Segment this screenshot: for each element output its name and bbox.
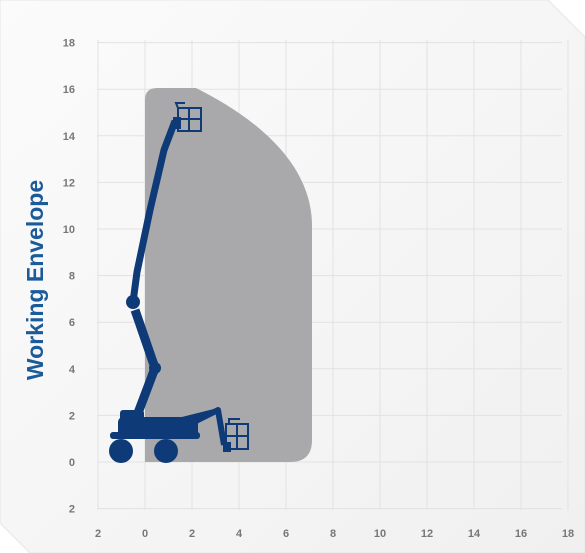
x-tick-label: 10 bbox=[374, 528, 386, 540]
y-tick-label: 18 bbox=[63, 38, 75, 50]
y-tick-label: 12 bbox=[63, 177, 75, 189]
y-tick-label: 8 bbox=[69, 271, 75, 283]
x-axis-tick-labels: 2 0 2 4 6 8 10 12 14 16 18 bbox=[95, 528, 574, 540]
x-tick-label: 0 bbox=[142, 528, 148, 540]
y-tick-label: 14 bbox=[63, 131, 76, 143]
x-tick-label: 16 bbox=[515, 528, 527, 540]
x-tick-label: 18 bbox=[562, 528, 574, 540]
x-tick-label: 14 bbox=[468, 528, 481, 540]
diagram-title: Working Envelope bbox=[22, 180, 48, 380]
y-tick-label: 10 bbox=[63, 224, 75, 236]
x-tick-label: 12 bbox=[421, 528, 433, 540]
y-tick-label: 0 bbox=[69, 457, 75, 469]
boom-lift-machine bbox=[109, 102, 249, 463]
lower-platform-cage bbox=[225, 418, 249, 450]
y-tick-label: 2 bbox=[69, 410, 75, 422]
y-tick-label: 16 bbox=[63, 84, 75, 96]
y-axis-tick-labels: 2 0 2 4 6 8 10 12 14 16 18 bbox=[63, 38, 76, 516]
x-tick-label: 6 bbox=[283, 528, 289, 540]
y-tick-label: 6 bbox=[69, 317, 75, 329]
x-tick-label: 2 bbox=[189, 528, 195, 540]
rear-wheel bbox=[109, 439, 133, 463]
front-wheel bbox=[154, 439, 178, 463]
x-tick-label: 8 bbox=[330, 528, 336, 540]
y-tick-label: 4 bbox=[69, 364, 76, 376]
working-envelope-area bbox=[145, 88, 312, 462]
y-tick-label: 2 bbox=[69, 504, 75, 516]
x-tick-label: 2 bbox=[95, 528, 101, 540]
x-tick-label: 4 bbox=[236, 528, 243, 540]
